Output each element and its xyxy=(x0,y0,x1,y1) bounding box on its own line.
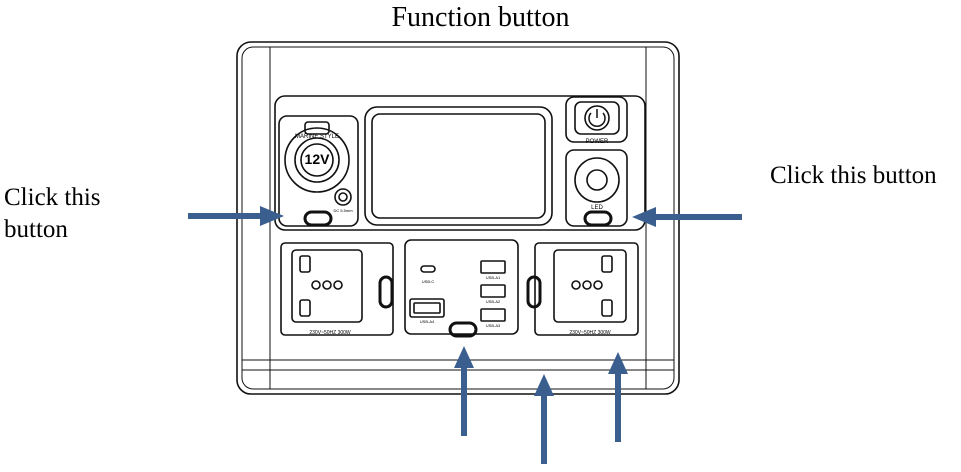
diagram-title: Function button xyxy=(391,2,570,33)
car-port-ring-text: MARINE STYLE xyxy=(295,134,339,140)
usb-label: USB-A3 xyxy=(486,323,501,328)
usb-label: USB-A2 xyxy=(486,299,501,304)
ac-outlet-right-panel xyxy=(534,242,639,336)
led-light xyxy=(574,157,620,203)
usb-left-label: USB-A4 xyxy=(420,319,435,324)
power-label: POWER xyxy=(586,139,609,145)
car-port-function-button[interactable] xyxy=(303,210,333,227)
car-port-label: 12V xyxy=(305,151,331,167)
ac-right-label: 230V~50HZ 300W xyxy=(569,330,611,336)
arrow-up-ac-right xyxy=(608,352,628,442)
power-button[interactable] xyxy=(584,105,610,131)
usb-panel xyxy=(404,239,519,335)
usb-label: USB-A1 xyxy=(486,275,501,280)
dc-port-label: DC 5.5mm xyxy=(333,208,353,213)
right-callout-text: Click this button xyxy=(770,162,937,189)
usb-c-label: USB-C xyxy=(422,279,435,284)
arrow-left-callout xyxy=(188,206,284,226)
ac-left-label: 230V~50HZ 300W xyxy=(309,330,351,336)
led-function-button[interactable] xyxy=(583,210,613,227)
display-screen xyxy=(364,106,553,226)
left-callout-text: Click this button xyxy=(4,184,101,243)
led-label: LED xyxy=(591,205,603,211)
arrow-up-usb xyxy=(454,346,474,436)
usb-function-button[interactable] xyxy=(448,321,478,338)
arrow-up-center xyxy=(534,374,554,464)
arrow-right-callout xyxy=(632,207,742,227)
